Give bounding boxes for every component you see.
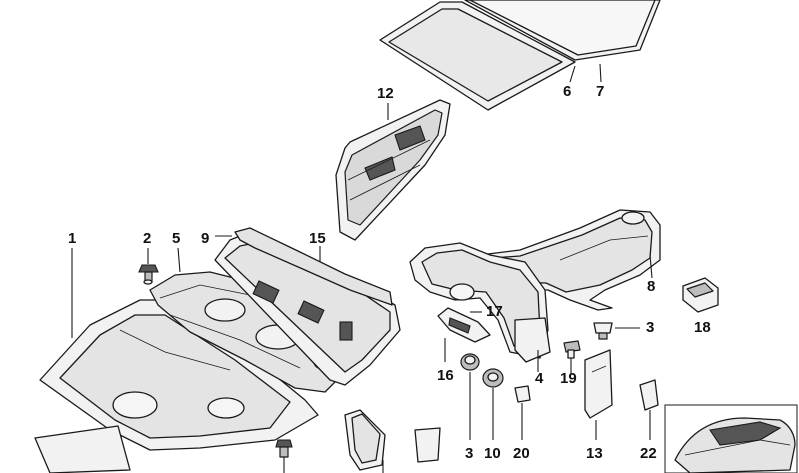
callout-19: 19 bbox=[560, 370, 577, 387]
callout-20: 20 bbox=[513, 445, 530, 462]
callout-3-upper: 3 bbox=[646, 319, 655, 336]
part-7-mat bbox=[464, 0, 661, 61]
callout-13: 13 bbox=[586, 445, 603, 462]
part-3-grommet bbox=[460, 353, 480, 371]
part-10-grommet bbox=[482, 368, 504, 388]
callout-3-lower: 3 bbox=[465, 445, 474, 462]
callout-18: 18 bbox=[694, 319, 711, 336]
callout-10: 10 bbox=[484, 445, 501, 462]
callout-12: 12 bbox=[377, 85, 394, 102]
part-13-panel bbox=[584, 349, 613, 419]
callout-2: 2 bbox=[143, 230, 152, 247]
part-2-clip bbox=[138, 264, 159, 285]
callout-17: 17 bbox=[486, 303, 503, 320]
callout-7: 7 bbox=[596, 83, 605, 100]
callout-15: 15 bbox=[309, 230, 326, 247]
part-22-block bbox=[639, 379, 659, 411]
callout-9: 9 bbox=[201, 230, 210, 247]
bottom-left-plate bbox=[34, 425, 131, 473]
bottom-bracket bbox=[344, 409, 386, 471]
part-1-insulation-mat bbox=[39, 299, 319, 451]
callout-5: 5 bbox=[172, 230, 181, 247]
part-20-plug bbox=[514, 385, 531, 403]
part-4-pad bbox=[514, 317, 551, 363]
part-12-panel bbox=[335, 99, 451, 241]
callout-1: 1 bbox=[68, 230, 77, 247]
part-17-bracket bbox=[437, 307, 491, 343]
bottom-clip bbox=[275, 439, 293, 458]
car-reference-thumbnail bbox=[664, 404, 798, 473]
callout-16: 16 bbox=[437, 367, 454, 384]
part-19-clip bbox=[563, 340, 581, 359]
part-6-mat bbox=[379, 1, 576, 111]
callout-8: 8 bbox=[647, 278, 656, 295]
callout-6: 6 bbox=[563, 83, 572, 100]
callout-22: 22 bbox=[640, 445, 657, 462]
part-15-strip bbox=[234, 227, 393, 306]
part-3-clip-upper bbox=[593, 322, 613, 340]
wheel-arch-insulation bbox=[409, 242, 549, 359]
bottom-piece bbox=[414, 427, 441, 463]
callout-4: 4 bbox=[535, 370, 544, 387]
part-18-block bbox=[682, 277, 719, 313]
